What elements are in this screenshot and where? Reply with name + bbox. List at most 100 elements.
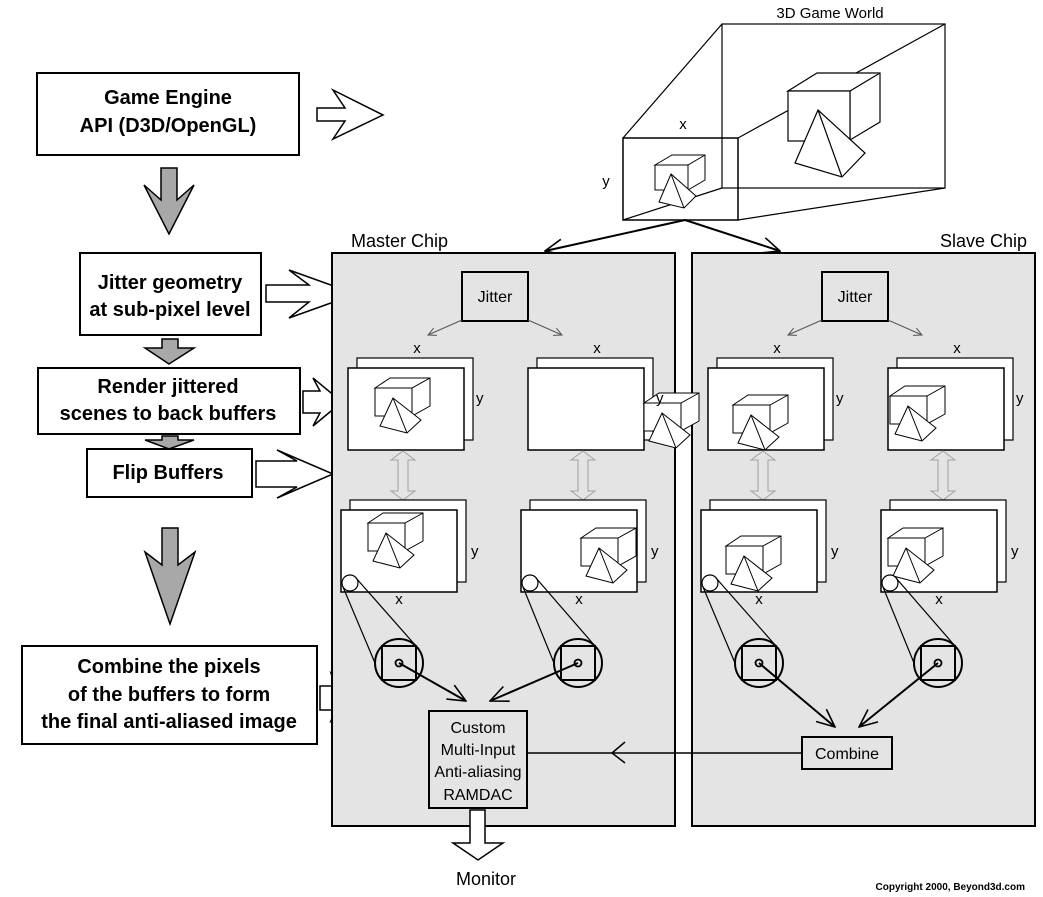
zoom-line	[535, 577, 596, 647]
buffer-axis-x-label: x	[935, 591, 943, 608]
slave-chip-internals: Jitter x x y y y x y x	[700, 271, 1024, 727]
buffer-axis-y-label: y	[656, 390, 664, 407]
left-arrowhead-icon	[610, 741, 626, 764]
cube-pyramid-object	[886, 527, 944, 584]
sample-point	[394, 658, 404, 668]
game-world-scene: 3D Game World x y	[602, 5, 946, 221]
ramdac-text-line: RAMDAC	[443, 787, 512, 804]
step-text-line: at sub-pixel level	[89, 299, 250, 321]
magnified-pixel-square	[920, 645, 956, 681]
combine-box: Combine	[801, 736, 893, 770]
down-arrow-icon	[143, 167, 195, 236]
jitter-arrow	[887, 319, 922, 335]
ramdac-text-line: Anti-aliasing	[434, 764, 521, 781]
zoom-line	[895, 577, 956, 647]
buffer-axis-x-label: x	[413, 340, 421, 357]
cube-pyramid-object	[888, 385, 946, 442]
pixel-sample-circle	[881, 574, 899, 592]
jitter-arrow	[527, 319, 562, 335]
buffer-axis-y-label: y	[1011, 543, 1019, 560]
slave-chip-title: Slave Chip	[940, 231, 1027, 251]
flow-step-game-engine: Game Engine API (D3D/OpenGL)	[36, 72, 300, 156]
step-text-line: API (D3D/OpenGL)	[80, 115, 257, 137]
step-text-line: Flip Buffers	[112, 462, 223, 484]
sample-to-output-arrow	[398, 662, 466, 701]
down-arrow-icon	[143, 527, 197, 627]
jitter-box	[461, 271, 529, 322]
buffer-axis-x-label: x	[593, 340, 601, 357]
world-to-slave-arrow	[684, 219, 780, 251]
world-to-master-arrow	[545, 219, 686, 251]
down-arrow-icon	[144, 435, 195, 450]
buffer-axis-x-label: x	[755, 591, 763, 608]
zoom-line	[522, 586, 555, 664]
monitor-label: Monitor	[456, 869, 516, 889]
buffer-axis-y-label: y	[1016, 390, 1024, 407]
buffer-axis-y-label: y	[476, 390, 484, 407]
buffer-axis-x-label: x	[953, 340, 961, 357]
right-arrow-icon	[265, 269, 359, 319]
step-text-line: Combine the pixels	[77, 656, 260, 678]
sample-to-output-arrow	[758, 662, 835, 727]
jitter-box	[821, 271, 889, 322]
step-text-line: scenes to back buffers	[60, 403, 277, 425]
sample-point	[933, 658, 943, 668]
buffer-frame	[527, 367, 645, 451]
magnified-pixel-square	[741, 645, 777, 681]
sample-to-output-arrow	[859, 662, 939, 727]
buffer-axis-y-label: y	[471, 543, 479, 560]
jitter-label: Jitter	[838, 289, 873, 306]
right-arrow-icon	[302, 377, 344, 427]
sample-to-output-arrow	[490, 662, 579, 701]
buffer-axis-x-label: x	[773, 340, 781, 357]
buffer-axis-x-label: x	[395, 591, 403, 608]
step-text-line: of the buffers to form	[68, 684, 270, 706]
copyright-notice: Copyright 2000, Beyond3d.com	[876, 882, 1026, 893]
ramdac-text-line: Custom	[450, 720, 505, 737]
cube-pyramid-object	[579, 527, 637, 584]
zoom-line	[882, 586, 915, 664]
cube-pyramid-object	[366, 512, 424, 569]
game-world-title: 3D Game World	[776, 5, 883, 22]
right-arrow-icon	[316, 88, 385, 141]
zoom-line	[342, 586, 376, 664]
down-arrow-icon	[142, 338, 197, 365]
zoom-line	[702, 586, 736, 664]
right-arrow-icon	[255, 449, 335, 499]
buffer-axis-x-label: x	[575, 591, 583, 608]
magnified-pixel-square	[381, 645, 417, 681]
buffer-axis-y-label: y	[651, 543, 659, 560]
flow-step-combine-pixels: Combine the pixels of the buffers to for…	[21, 645, 318, 745]
master-chip-internals: Jitter x x y y y x y x	[340, 271, 700, 701]
magnified-pixel-circle	[913, 638, 963, 688]
pixel-sample-circle	[521, 574, 539, 592]
flow-step-render-jittered: Render jittered scenes to back buffers	[37, 367, 301, 435]
zoom-line	[355, 577, 417, 647]
monitor-output-arrow-icon	[450, 809, 506, 861]
magnified-pixel-square	[560, 645, 596, 681]
buffer-axis-y-label: y	[831, 543, 839, 560]
ramdac-box: Custom Multi-Input Anti-aliasing RAMDAC	[428, 710, 528, 809]
cube-pyramid-object	[642, 392, 700, 449]
magnified-pixel-circle	[734, 638, 784, 688]
cube-pyramid-object	[731, 394, 789, 451]
step-text-line: the final anti-aliased image	[41, 711, 297, 733]
step-text-line: Render jittered	[97, 376, 238, 398]
sample-point	[573, 658, 583, 668]
master-chip-title: Master Chip	[351, 231, 448, 251]
cube-pyramid-object	[785, 72, 881, 178]
step-text-line: Jitter geometry	[98, 272, 243, 294]
axis-x-label: x	[679, 116, 687, 133]
cube-pyramid-object	[653, 154, 706, 209]
buffer-axis-y-label: y	[836, 390, 844, 407]
jitter-arrow	[788, 319, 823, 335]
flow-step-jitter-geometry: Jitter geometry at sub-pixel level	[79, 252, 262, 336]
step-text-line: Game Engine	[104, 87, 232, 109]
jitter-label: Jitter	[478, 289, 513, 306]
flow-step-flip-buffers: Flip Buffers	[86, 448, 253, 498]
cube-pyramid-object	[724, 535, 782, 592]
sample-point	[754, 658, 764, 668]
jitter-arrow	[428, 319, 463, 335]
ramdac-text-line: Multi-Input	[441, 742, 516, 759]
